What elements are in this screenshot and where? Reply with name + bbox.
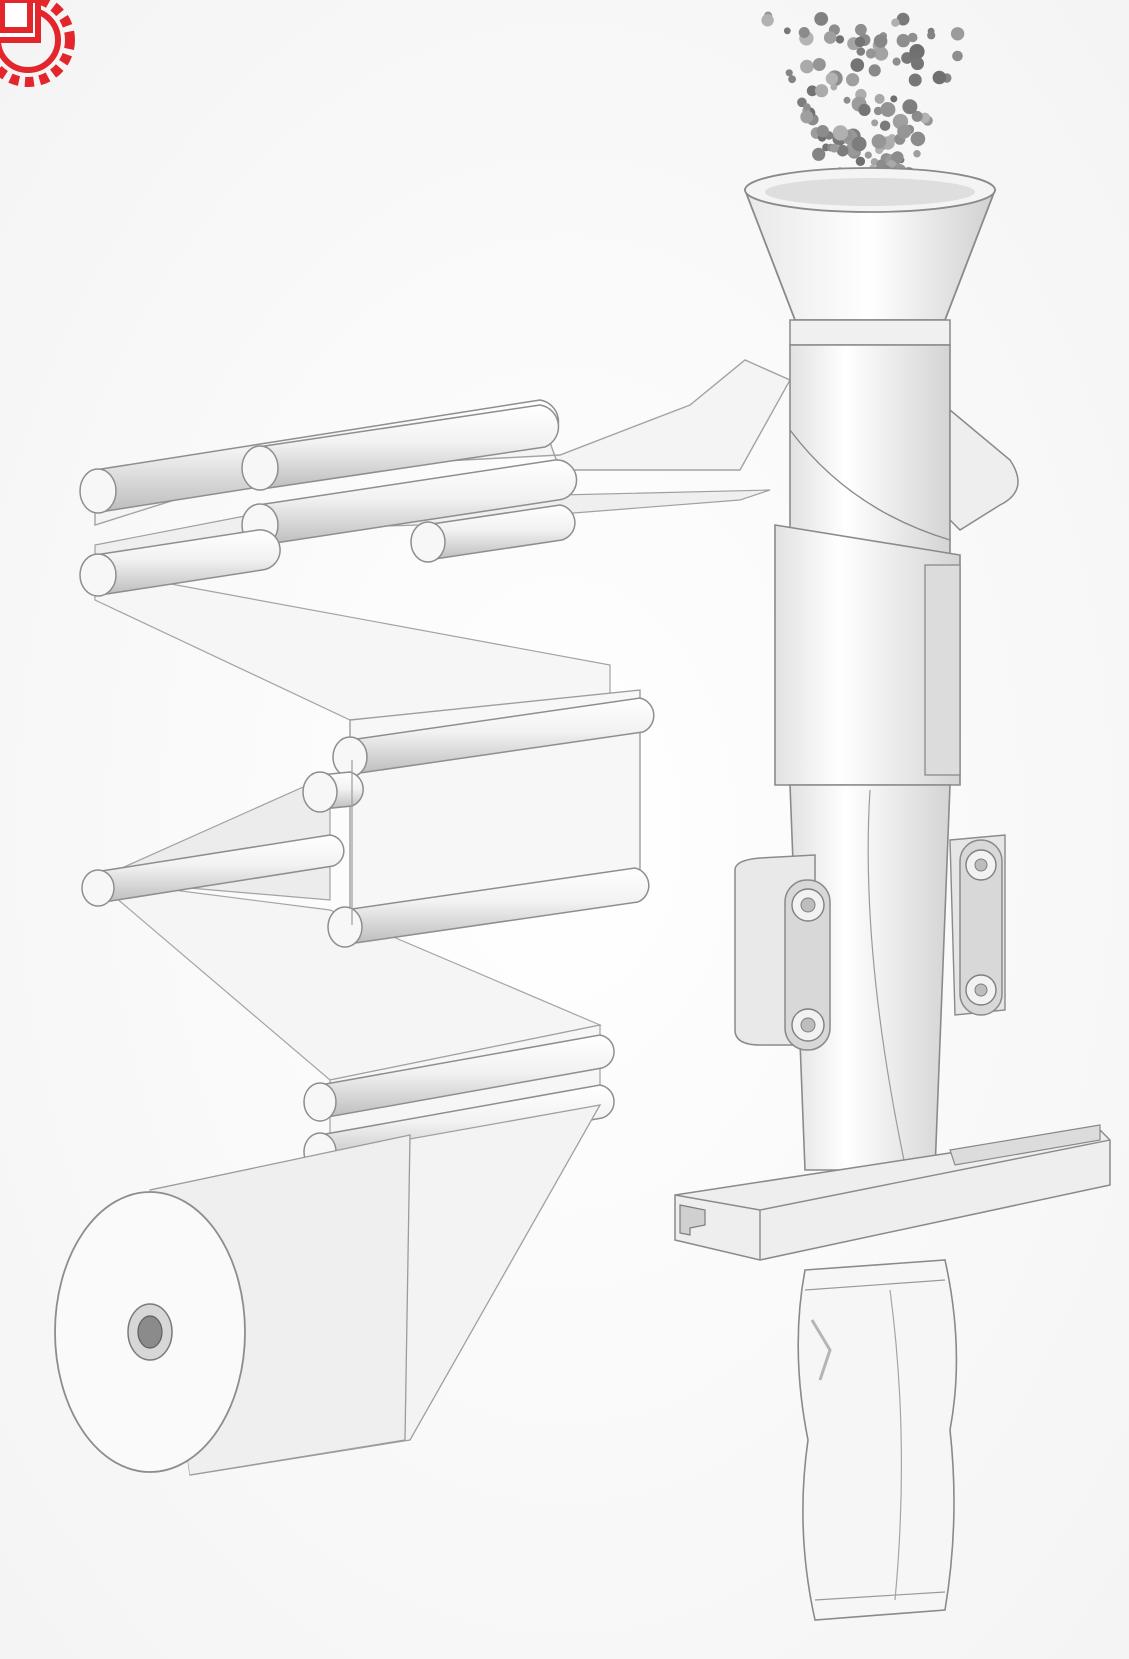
granule bbox=[798, 27, 810, 38]
horizontal-sealing-jaws bbox=[674, 1124, 1111, 1261]
granule bbox=[829, 143, 839, 153]
granule bbox=[880, 102, 896, 117]
granule bbox=[950, 27, 965, 41]
granule bbox=[830, 83, 838, 91]
granule bbox=[815, 84, 829, 98]
granule bbox=[823, 31, 837, 44]
roller bbox=[410, 504, 576, 563]
granule bbox=[761, 14, 774, 27]
granule bbox=[874, 46, 889, 61]
granule bbox=[892, 57, 901, 66]
granule bbox=[911, 57, 924, 71]
hopper-funnel bbox=[743, 167, 997, 346]
granule bbox=[871, 119, 879, 127]
vertical-sealer bbox=[924, 564, 961, 776]
granule bbox=[871, 134, 887, 149]
dancer-section bbox=[81, 689, 655, 1081]
roller bbox=[79, 529, 281, 597]
granule bbox=[814, 12, 829, 26]
upper-roller-set bbox=[79, 399, 578, 597]
granule bbox=[858, 103, 871, 116]
roller bbox=[303, 1034, 615, 1122]
granule bbox=[891, 151, 904, 164]
granule bbox=[856, 47, 866, 56]
company-logo bbox=[0, 0, 75, 87]
granule bbox=[896, 33, 910, 48]
granule bbox=[927, 31, 936, 40]
forming-tube bbox=[774, 524, 961, 1171]
granule bbox=[788, 75, 796, 84]
granule bbox=[879, 120, 891, 131]
granule bbox=[843, 96, 851, 104]
granule bbox=[812, 58, 826, 71]
granule bbox=[864, 151, 872, 159]
finished-bag bbox=[797, 1259, 958, 1621]
granule bbox=[910, 131, 926, 147]
roller bbox=[81, 834, 345, 907]
granule bbox=[832, 125, 849, 141]
granule bbox=[911, 110, 923, 122]
granule bbox=[897, 124, 912, 139]
granule bbox=[812, 147, 826, 161]
granule bbox=[800, 110, 814, 124]
roller bbox=[327, 867, 650, 948]
granule bbox=[873, 34, 888, 48]
granule bbox=[806, 85, 818, 97]
granule bbox=[932, 70, 947, 85]
granule bbox=[902, 99, 918, 115]
granule bbox=[907, 32, 918, 43]
granule bbox=[855, 23, 867, 36]
granule bbox=[825, 72, 839, 85]
granule bbox=[890, 95, 898, 103]
pull-belt-left bbox=[734, 854, 831, 1051]
granule bbox=[785, 69, 793, 77]
granule bbox=[952, 50, 963, 62]
roller bbox=[241, 404, 560, 491]
granule bbox=[846, 73, 860, 87]
granule bbox=[874, 93, 885, 104]
granule bbox=[854, 36, 866, 48]
film-roll bbox=[54, 1104, 602, 1476]
granule bbox=[913, 150, 921, 158]
granule bbox=[836, 144, 849, 157]
granule bbox=[851, 136, 867, 152]
granule bbox=[800, 59, 814, 74]
granule bbox=[908, 73, 922, 87]
granule bbox=[855, 156, 866, 166]
granule bbox=[873, 106, 883, 116]
granule bbox=[850, 58, 865, 72]
granule bbox=[876, 159, 886, 169]
granule bbox=[891, 18, 900, 27]
granule bbox=[835, 35, 845, 44]
forming-collar bbox=[789, 344, 1019, 561]
granule bbox=[865, 48, 877, 59]
granule bbox=[803, 103, 811, 111]
granule bbox=[868, 64, 881, 77]
granule bbox=[896, 12, 910, 26]
pull-belt-right bbox=[949, 834, 1006, 1016]
roller bbox=[332, 697, 655, 778]
granule bbox=[783, 27, 791, 35]
granule bbox=[816, 125, 829, 138]
